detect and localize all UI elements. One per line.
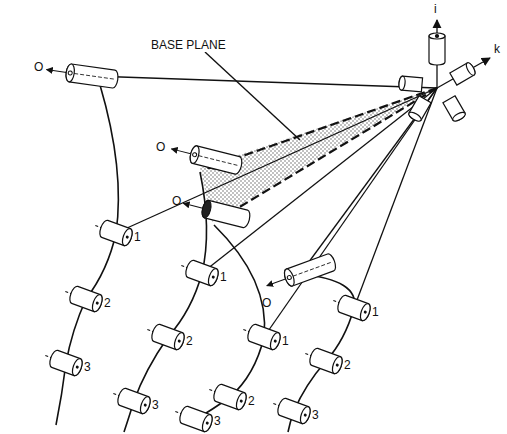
callout-number: 3 bbox=[312, 408, 319, 422]
callout-number: 3 bbox=[152, 398, 159, 412]
axis-label: k bbox=[494, 42, 500, 56]
callout-number: 3 bbox=[84, 360, 91, 374]
axis-label: i bbox=[434, 2, 437, 16]
base-plane-label: BASE PLANE bbox=[150, 38, 227, 52]
callout-number: 1 bbox=[282, 334, 289, 348]
callout-number: 2 bbox=[248, 394, 255, 408]
callout-number: 2 bbox=[186, 334, 193, 348]
callout-number: 1 bbox=[372, 305, 379, 319]
callout-number: 1 bbox=[220, 270, 227, 284]
origin-label: O bbox=[34, 60, 43, 74]
callout-number: 2 bbox=[104, 296, 111, 310]
origin-label: O bbox=[262, 296, 271, 310]
origin-label: O bbox=[156, 140, 165, 154]
callout-number: 3 bbox=[214, 414, 221, 428]
origin-label: O bbox=[172, 194, 181, 208]
callout-number: 2 bbox=[344, 358, 351, 372]
callout-number: 1 bbox=[134, 230, 141, 244]
